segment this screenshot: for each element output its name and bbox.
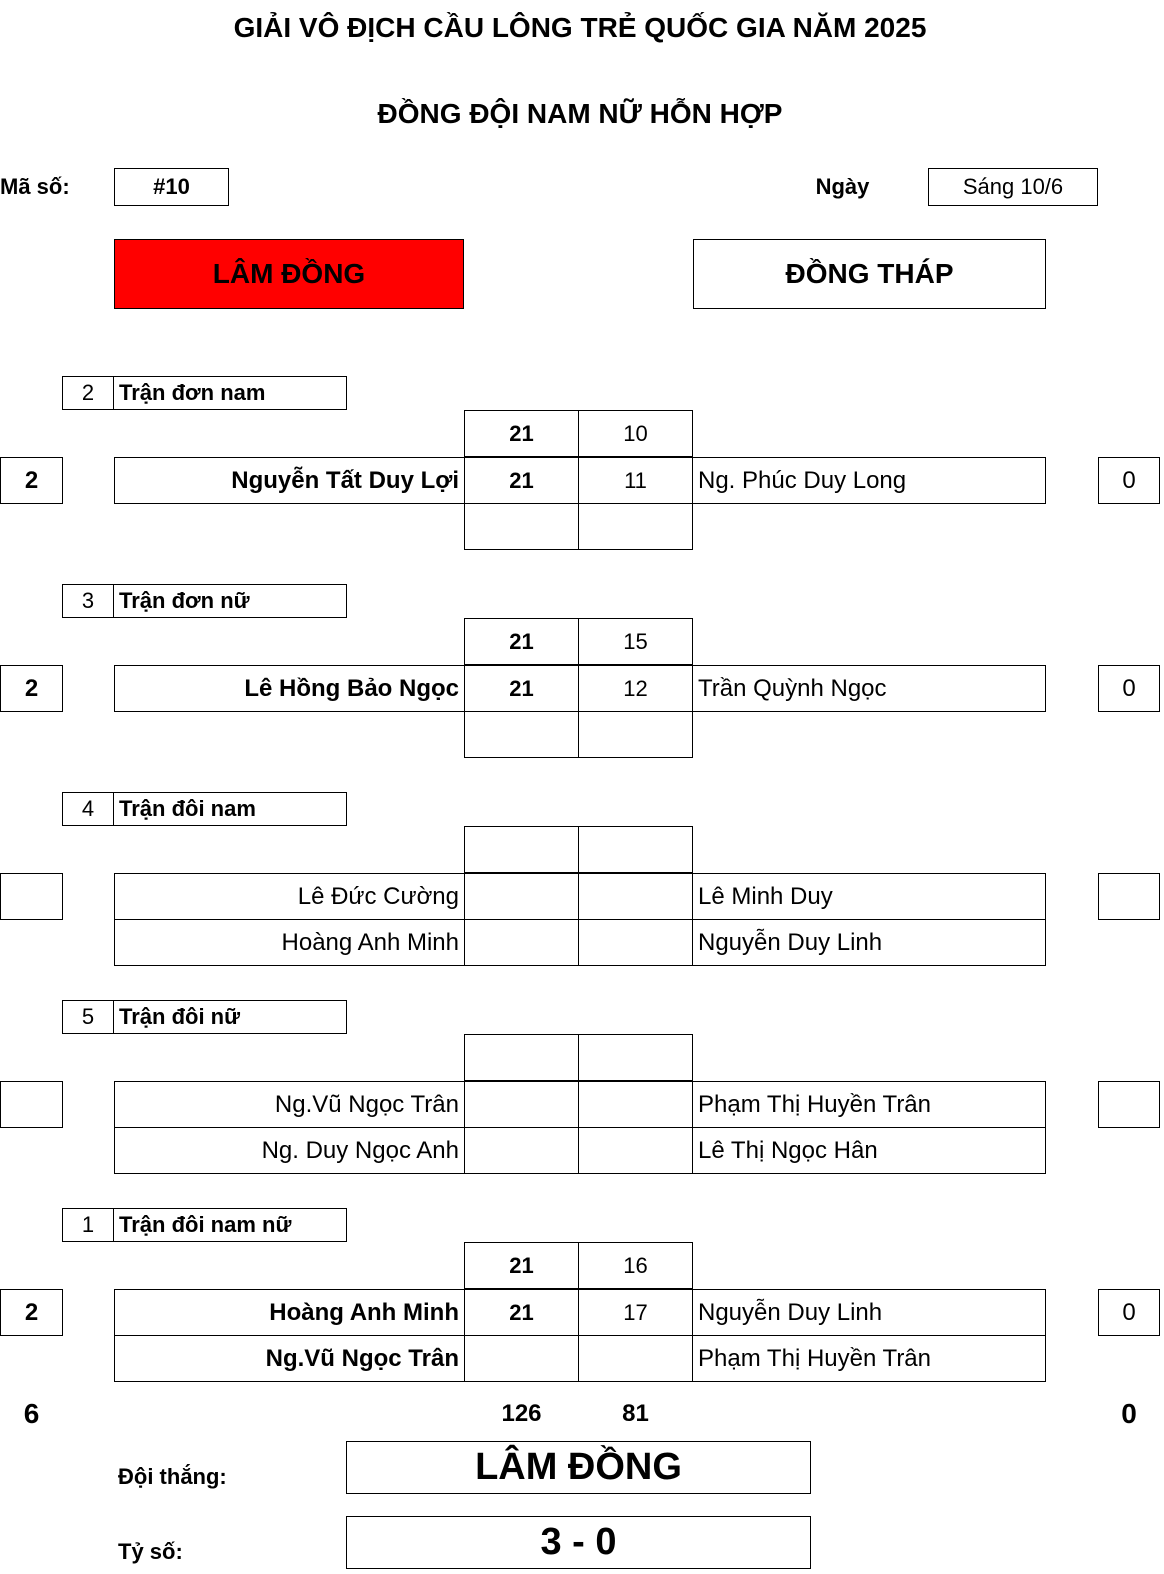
right-match-points — [1098, 873, 1160, 920]
right-player-1: Phạm Thị Huyền Trân — [692, 1081, 1046, 1128]
total-left-points: 6 — [23, 1398, 40, 1429]
set3-right-score — [578, 1335, 693, 1382]
match-type: Trận đơn nữ — [113, 584, 347, 618]
left-player-2: Ng.Vũ Ngọc Trân — [114, 1335, 465, 1382]
left-match-points: 2 — [0, 457, 63, 504]
set2-right-score — [578, 1081, 693, 1128]
left-match-points — [0, 873, 63, 920]
winner-label: Đội thắng: — [118, 1464, 227, 1489]
set2-right-score: 17 — [578, 1289, 693, 1336]
match-order: 2 — [62, 376, 114, 410]
match-order: 5 — [62, 1000, 114, 1034]
right-player-2: Phạm Thị Huyền Trân — [692, 1335, 1046, 1382]
set3-right-score — [578, 711, 693, 758]
right-player-2: Lê Thị Ngọc Hân — [692, 1127, 1046, 1174]
set3-left-score — [464, 1127, 579, 1174]
total-right-points: 0 — [1121, 1398, 1137, 1429]
set2-left-score: 21 — [464, 457, 579, 504]
left-player-1: Lê Đức Cường — [114, 873, 465, 920]
left-match-points: 2 — [0, 665, 63, 712]
right-match-points — [1098, 1081, 1160, 1128]
set1-right-score: 15 — [578, 618, 693, 665]
right-match-points: 0 — [1098, 665, 1160, 712]
set2-right-score — [578, 873, 693, 920]
left-player-2: Ng. Duy Ngọc Anh — [114, 1127, 465, 1174]
winner-value: LÂM ĐỒNG — [346, 1441, 811, 1494]
set2-left-score — [464, 873, 579, 920]
match-order: 4 — [62, 792, 114, 826]
set1-left-score — [464, 1034, 579, 1081]
code-value: #10 — [114, 168, 229, 206]
set2-left-score: 21 — [464, 1289, 579, 1336]
score-label: Tỷ số: — [118, 1539, 183, 1564]
team-right: ĐỒNG THÁP — [693, 239, 1046, 309]
set1-left-score: 21 — [464, 1242, 579, 1289]
set1-right-score: 16 — [578, 1242, 693, 1289]
set1-left-score: 21 — [464, 410, 579, 457]
set1-right-score: 10 — [578, 410, 693, 457]
total-left-score: 126 — [501, 1400, 542, 1427]
code-label: Mã số: — [0, 174, 70, 199]
score-value: 3 - 0 — [346, 1516, 811, 1569]
set3-right-score — [578, 503, 693, 550]
set2-right-score: 12 — [578, 665, 693, 712]
set3-left-score — [464, 711, 579, 758]
left-match-points — [0, 1081, 63, 1128]
set3-left-score — [464, 503, 579, 550]
set3-left-score — [464, 919, 579, 966]
set2-left-score — [464, 1081, 579, 1128]
set3-right-score — [578, 919, 693, 966]
set2-right-score: 11 — [578, 457, 693, 504]
match-order: 3 — [62, 584, 114, 618]
right-player-1: Lê Minh Duy — [692, 873, 1046, 920]
left-player: Nguyễn Tất Duy Lợi — [114, 457, 465, 504]
set3-left-score — [464, 1335, 579, 1382]
match-type: Trận đôi nam nữ — [113, 1208, 347, 1242]
left-player-2: Hoàng Anh Minh — [114, 919, 465, 966]
set1-right-score — [578, 826, 693, 873]
left-player: Lê Hồng Bảo Ngọc — [114, 665, 465, 712]
page-title: GIẢI VÔ ĐỊCH CẦU LÔNG TRẺ QUỐC GIA NĂM 2… — [233, 12, 927, 43]
team-left: LÂM ĐỒNG — [114, 239, 464, 309]
date-label: Ngày — [815, 174, 870, 199]
left-player-1: Hoàng Anh Minh — [114, 1289, 465, 1336]
match-type: Trận đôi nam — [113, 792, 347, 826]
right-player-2: Nguyễn Duy Linh — [692, 919, 1046, 966]
set1-left-score — [464, 826, 579, 873]
match-type: Trận đơn nam — [113, 376, 347, 410]
right-match-points: 0 — [1098, 457, 1160, 504]
match-order: 1 — [62, 1208, 114, 1242]
left-match-points: 2 — [0, 1289, 63, 1336]
right-player: Ng. Phúc Duy Long — [692, 457, 1046, 504]
date-value: Sáng 10/6 — [928, 168, 1098, 206]
total-right-score: 81 — [622, 1400, 649, 1427]
set1-left-score: 21 — [464, 618, 579, 665]
set2-left-score: 21 — [464, 665, 579, 712]
set1-right-score — [578, 1034, 693, 1081]
right-match-points: 0 — [1098, 1289, 1160, 1336]
right-player-1: Nguyễn Duy Linh — [692, 1289, 1046, 1336]
match-type: Trận đôi nữ — [113, 1000, 347, 1034]
left-player-1: Ng.Vũ Ngọc Trân — [114, 1081, 465, 1128]
set3-right-score — [578, 1127, 693, 1174]
right-player: Trần Quỳnh Ngọc — [692, 665, 1046, 712]
page-subtitle: ĐỒNG ĐỘI NAM NỮ HỖN HỢP — [377, 98, 783, 129]
